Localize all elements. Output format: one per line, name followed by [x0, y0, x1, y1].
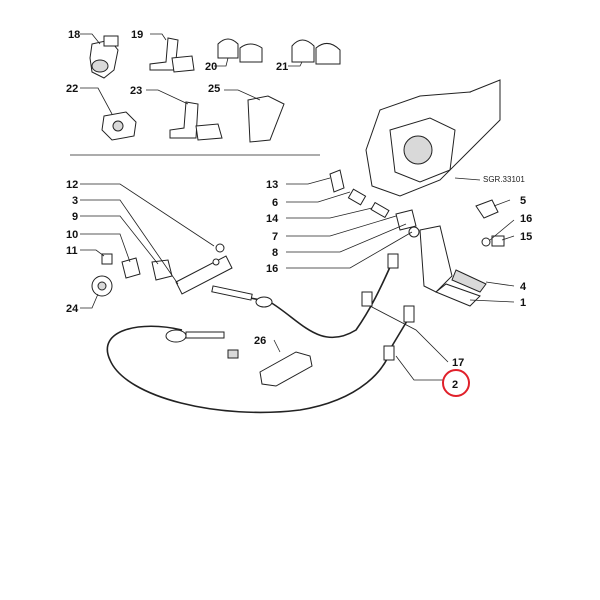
label-21: 21: [276, 61, 288, 73]
label-12: 12: [66, 179, 78, 191]
label-10: 10: [66, 229, 78, 241]
bracket-23[interactable]: [169, 101, 223, 141]
label-16-left: 16: [266, 263, 278, 275]
label-23: 23: [130, 85, 142, 97]
label-2: 2: [452, 379, 458, 391]
clip-21[interactable]: [291, 39, 341, 65]
clutch-cable-2[interactable]: [106, 325, 393, 414]
label-9: 9: [72, 211, 78, 223]
label-16-right: 16: [520, 213, 532, 225]
label-26: 26: [254, 335, 266, 347]
reference-code: SGR.33101: [483, 175, 525, 184]
label-19: 19: [131, 29, 143, 41]
label-8: 8: [272, 247, 278, 259]
label-15: 15: [520, 231, 532, 243]
label-11: 11: [66, 245, 78, 257]
label-6: 6: [272, 197, 278, 209]
bracket-19[interactable]: [149, 37, 195, 73]
label-3: 3: [72, 195, 78, 207]
bracket-25[interactable]: [247, 95, 285, 143]
bracket-22[interactable]: [101, 111, 137, 141]
clip-20[interactable]: [217, 38, 263, 63]
pedal-bracket[interactable]: [329, 169, 505, 307]
label-5: 5: [520, 195, 526, 207]
lever-3[interactable]: [175, 243, 233, 295]
label-17: 17: [452, 357, 464, 369]
gearbox-housing: [365, 79, 501, 197]
bush-10-11[interactable]: [101, 253, 173, 281]
label-18: 18: [68, 29, 80, 41]
label-22: 22: [66, 83, 78, 95]
highlight-part-2[interactable]: 2: [442, 369, 470, 397]
bush-24[interactable]: [91, 275, 113, 297]
label-14: 14: [266, 213, 279, 225]
label-1: 1: [520, 297, 526, 309]
label-20: 20: [205, 61, 217, 73]
label-13: 13: [266, 179, 278, 191]
label-24: 24: [66, 303, 79, 315]
lever-26[interactable]: [259, 351, 313, 387]
label-25: 25: [208, 83, 220, 95]
bracket-18[interactable]: [89, 35, 119, 79]
label-7: 7: [272, 231, 278, 243]
label-4: 4: [520, 281, 527, 293]
cable-ends[interactable]: [165, 253, 415, 361]
